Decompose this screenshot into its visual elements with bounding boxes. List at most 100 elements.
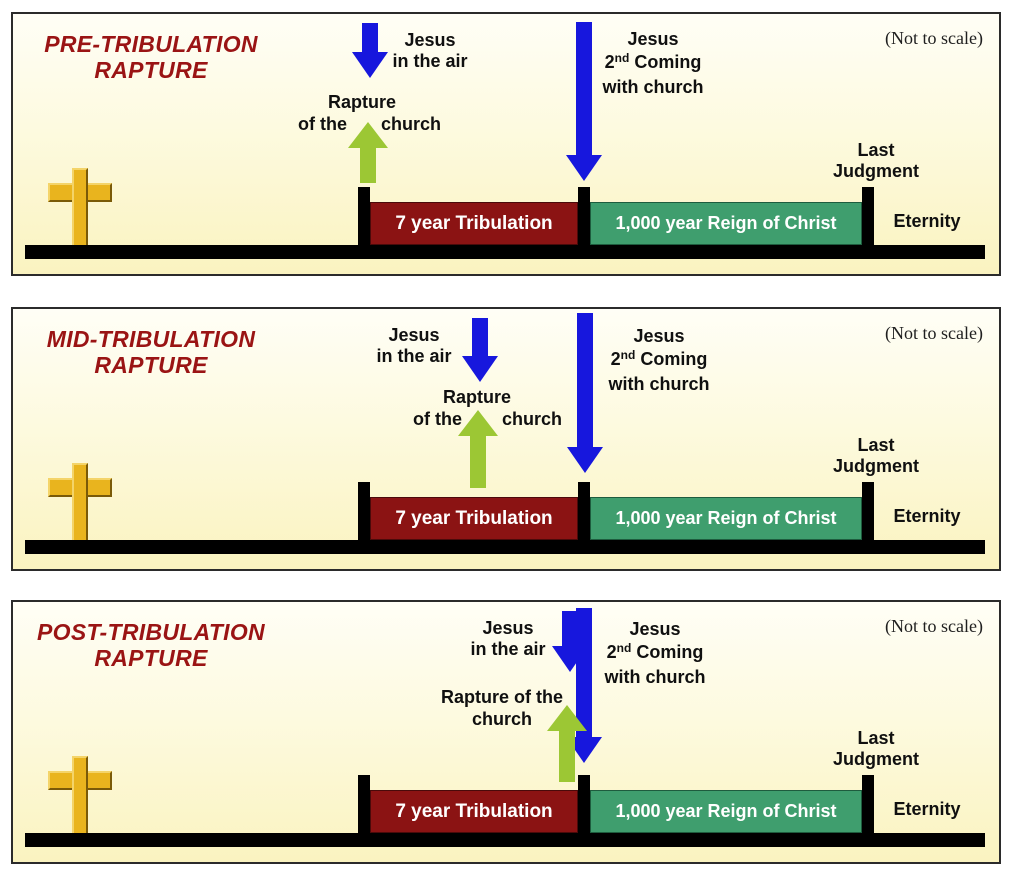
not-to-scale-note: (Not to scale) <box>885 28 983 48</box>
arrow-head <box>352 52 388 78</box>
panel-title-line2: RAPTURE <box>94 645 208 671</box>
arrow-shaft <box>470 432 486 488</box>
jesus-in-the-air-label: Jesus in the air <box>370 30 490 72</box>
timeline-tick-tribulation-start <box>358 482 370 554</box>
tribulation-box: 7 year Tribulation <box>370 202 578 245</box>
cross-icon <box>48 756 112 836</box>
second-coming-arrow-icon <box>566 22 602 181</box>
arrow-shaft <box>472 318 488 360</box>
arrow-shaft <box>577 313 593 451</box>
second-coming-line2: 2nd Coming <box>589 348 729 373</box>
rapture-label-line1: Rapture <box>442 387 511 407</box>
second-coming-word: Coming <box>629 52 702 72</box>
timeline-tick-tribulation-end <box>578 187 590 259</box>
eternity-label: Eternity <box>893 799 961 819</box>
arrow-shaft <box>562 611 578 650</box>
not-to-scale-note: (Not to scale) <box>885 616 983 636</box>
not-to-scale-note: (Not to scale) <box>885 323 983 343</box>
arrow-head <box>547 705 587 731</box>
cross-icon <box>48 168 112 248</box>
arrow-head <box>567 447 603 473</box>
panel-title-line2: RAPTURE <box>94 352 208 378</box>
jesus-in-the-air-line1: Jesus <box>388 325 440 345</box>
timeline-tick-last-judgment <box>862 775 874 847</box>
jesus-in-the-air-label: Jesus in the air <box>448 618 568 660</box>
cross-icon <box>48 463 112 543</box>
rapture-arrow-icon <box>458 410 498 488</box>
arrow-head <box>462 356 498 382</box>
cross-vertical-bar <box>72 756 88 836</box>
cross-vertical-bar <box>72 168 88 248</box>
second-coming-line2: 2nd Coming <box>585 641 725 666</box>
timeline-bar <box>25 833 985 847</box>
cross-center <box>74 185 86 200</box>
tribulation-box: 7 year Tribulation <box>370 790 578 833</box>
timeline-tick-last-judgment <box>862 187 874 259</box>
second-coming-line1: Jesus <box>629 619 681 639</box>
jesus-in-the-air-label: Jesus in the air <box>354 325 474 367</box>
last-judgment-label: Last Judgment <box>816 728 936 770</box>
reign-of-christ-box: 1,000 year Reign of Christ <box>590 202 862 245</box>
jesus-in-the-air-line1: Jesus <box>404 30 456 50</box>
eternity-label: Eternity <box>893 506 961 526</box>
arrow-head <box>566 155 602 181</box>
second-coming-line1: Jesus <box>633 326 685 346</box>
cross-center <box>74 773 86 788</box>
cross-center <box>74 480 86 495</box>
second-coming-line3: with church <box>602 77 704 97</box>
rapture-label-line1: Rapture <box>327 92 396 112</box>
panel-pre-tribulation: PRE-TRIBULATION RAPTURE (Not to scale) J… <box>11 12 1001 276</box>
last-judgment-line2: Judgment <box>832 161 919 181</box>
second-coming-num: 2 <box>606 642 617 662</box>
last-judgment-line1: Last <box>857 728 895 748</box>
jesus-in-the-air-line2: in the air <box>392 51 468 71</box>
rapture-arrow-icon <box>348 122 388 183</box>
reign-of-christ-box: 1,000 year Reign of Christ <box>590 790 862 833</box>
second-coming-ordinal: nd <box>616 641 632 655</box>
arrow-shaft <box>576 22 592 159</box>
timeline-tick-last-judgment <box>862 482 874 554</box>
last-judgment-label: Last Judgment <box>816 140 936 182</box>
reign-of-christ-box: 1,000 year Reign of Christ <box>590 497 862 540</box>
panel-title: POST-TRIBULATION RAPTURE <box>21 619 281 671</box>
timeline-tick-tribulation-start <box>358 775 370 847</box>
panel-title: PRE-TRIBULATION RAPTURE <box>21 31 281 83</box>
timeline-tick-tribulation-end <box>578 775 590 847</box>
second-coming-arrow-icon <box>567 313 603 473</box>
rapture-label-line1: Rapture of the <box>440 687 563 707</box>
last-judgment-line1: Last <box>857 435 895 455</box>
last-judgment-line2: Judgment <box>832 749 919 769</box>
rapture-label-line2-right: church <box>502 409 563 429</box>
second-coming-word: Coming <box>635 349 708 369</box>
timeline-tick-tribulation-start <box>358 187 370 259</box>
last-judgment-line2: Judgment <box>832 456 919 476</box>
second-coming-line3: with church <box>604 667 706 687</box>
jesus-in-the-air-line2: in the air <box>376 346 452 366</box>
last-judgment-label: Last Judgment <box>816 435 936 477</box>
arrow-shaft <box>362 23 378 56</box>
jesus-in-the-air-arrow-icon <box>462 318 498 382</box>
second-coming-ordinal: nd <box>614 51 630 65</box>
second-coming-word: Coming <box>631 642 704 662</box>
jesus-in-the-air-line2: in the air <box>470 639 546 659</box>
jesus-in-the-air-line1: Jesus <box>482 618 534 638</box>
second-coming-ordinal: nd <box>620 348 636 362</box>
second-coming-line3: with church <box>608 374 710 394</box>
rapture-arrow-icon <box>547 705 587 782</box>
rapture-label-line2-left: of the <box>298 114 347 134</box>
panel-mid-tribulation: MID-TRIBULATION RAPTURE (Not to scale) J… <box>11 307 1001 571</box>
eternity-label: Eternity <box>893 211 961 231</box>
rapture-label-line2: church <box>471 709 532 729</box>
second-coming-line1: Jesus <box>627 29 679 49</box>
tribulation-box: 7 year Tribulation <box>370 497 578 540</box>
panel-title-line1: PRE-TRIBULATION <box>44 31 258 57</box>
jesus-in-the-air-arrow-icon <box>352 23 388 78</box>
timeline-bar <box>25 245 985 259</box>
second-coming-label: Jesus 2nd Coming with church <box>589 325 729 396</box>
timeline-tick-tribulation-end <box>578 482 590 554</box>
panel-title-line2: RAPTURE <box>94 57 208 83</box>
cross-vertical-bar <box>72 463 88 543</box>
timeline-bar <box>25 540 985 554</box>
panel-title: MID-TRIBULATION RAPTURE <box>21 326 281 378</box>
last-judgment-line1: Last <box>857 140 895 160</box>
